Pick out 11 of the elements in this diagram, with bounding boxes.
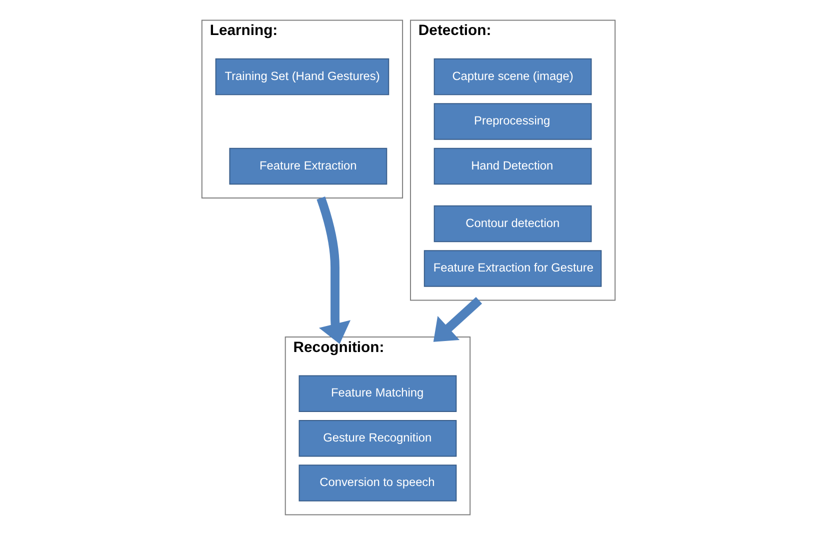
- node-box: Preprocessing: [434, 103, 592, 140]
- node-box: Hand Detection: [434, 148, 592, 185]
- node-box: Capture scene (image): [434, 58, 592, 96]
- node-box: Feature Extraction: [229, 148, 388, 185]
- node-box: Feature Matching: [298, 375, 457, 412]
- node-box: Conversion to speech: [298, 464, 457, 502]
- node-box: Training Set (Hand Gestures): [215, 58, 390, 96]
- arrow: [316, 196, 351, 344]
- node-box: Feature Extraction for Gesture: [424, 250, 602, 287]
- node-box: Contour detection: [434, 205, 592, 242]
- node-box: Gesture Recognition: [298, 420, 457, 457]
